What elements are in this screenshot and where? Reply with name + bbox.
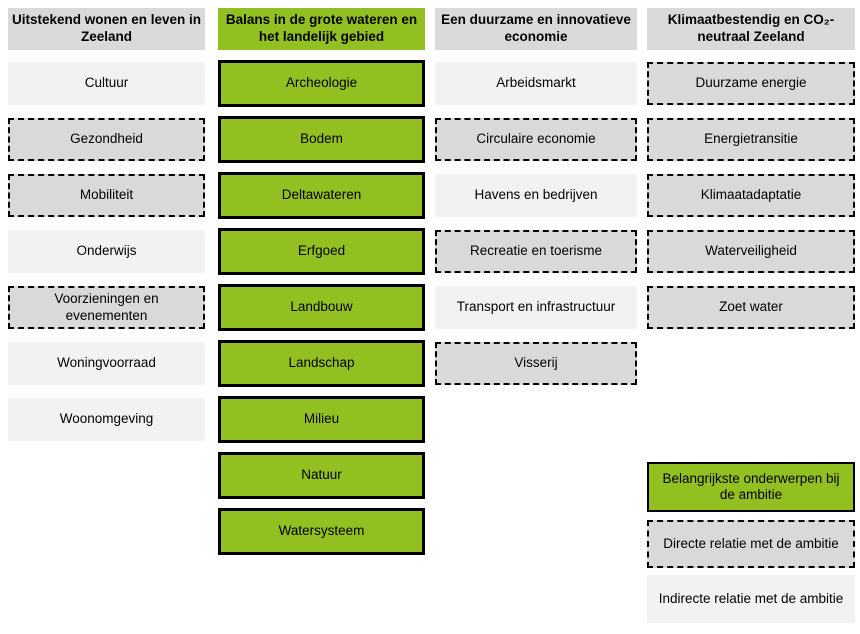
item-klimaatadaptatie: Klimaatadaptatie — [647, 174, 855, 217]
item-onderwijs: Onderwijs — [8, 230, 205, 273]
legend-direct-relation: Directe relatie met de ambitie — [647, 520, 855, 568]
legend-label: Directe relatie met de ambitie — [663, 535, 839, 551]
item-label: Waterveiligheid — [705, 243, 797, 259]
item-label: Watersysteem — [278, 523, 365, 539]
item-label: Zoet water — [719, 299, 783, 315]
item-waterveiligheid: Waterveiligheid — [647, 230, 855, 273]
item-label: Cultuur — [84, 75, 129, 91]
column-header-economie: Een duurzame en innovatieve economie — [435, 8, 637, 50]
item-archeologie: Archeologie — [218, 60, 425, 107]
item-milieu: Milieu — [218, 396, 425, 443]
column-klimaatbestendig-co2-neutraal: Klimaatbestendig en CO₂-neutraal Zeeland… — [647, 8, 855, 623]
legend: Belangrijkste onderwerpen bij de ambitie… — [647, 462, 855, 623]
item-mobiliteit: Mobiliteit — [8, 174, 205, 217]
legend-label: Belangrijkste onderwerpen bij de ambitie — [662, 470, 840, 502]
item-recreatie-en-toerisme: Recreatie en toerisme — [435, 230, 637, 273]
item-label: Havens en bedrijven — [474, 187, 598, 203]
item-label: Landschap — [288, 355, 355, 371]
item-label: Landbouw — [290, 299, 353, 315]
column-header-klimaat: Klimaatbestendig en CO₂-neutraal Zeeland — [647, 8, 855, 50]
item-visserij: Visserij — [435, 342, 637, 385]
item-label: Arbeidsmarkt — [496, 75, 576, 91]
item-deltawateren: Deltawateren — [218, 172, 425, 219]
item-landbouw: Landbouw — [218, 284, 425, 331]
item-label: Duurzame energie — [695, 75, 807, 91]
item-zoet-water: Zoet water — [647, 286, 855, 329]
legend-indirect-relation: Indirecte relatie met de ambitie — [647, 575, 855, 623]
item-label: Mobiliteit — [79, 187, 134, 203]
item-arbeidsmarkt: Arbeidsmarkt — [435, 62, 637, 105]
item-label: Woonomgeving — [59, 411, 154, 427]
item-label: Natuur — [301, 467, 342, 483]
item-gezondheid: Gezondheid — [8, 118, 205, 161]
item-label: Voorzieningen en evenementen — [54, 291, 159, 323]
item-woonomgeving: Woonomgeving — [8, 398, 205, 441]
item-label: Milieu — [303, 411, 340, 427]
item-havens-en-bedrijven: Havens en bedrijven — [435, 174, 637, 217]
item-landschap: Landschap — [218, 340, 425, 387]
item-label: Gezondheid — [70, 131, 143, 147]
item-label: Erfgoed — [297, 243, 346, 259]
item-cultuur: Cultuur — [8, 62, 205, 105]
item-voorzieningen-en-evenementen: Voorzieningen en evenementen — [8, 286, 205, 329]
item-bodem: Bodem — [218, 116, 425, 163]
item-label: Archeologie — [285, 75, 358, 91]
item-natuur: Natuur — [218, 452, 425, 499]
item-erfgoed: Erfgoed — [218, 228, 425, 275]
item-watersysteem: Watersysteem — [218, 508, 425, 555]
item-label: Circulaire economie — [476, 131, 596, 147]
item-energietransitie: Energietransitie — [647, 118, 855, 161]
item-duurzame-energie: Duurzame energie — [647, 62, 855, 105]
legend-key-topics: Belangrijkste onderwerpen bij de ambitie — [647, 462, 855, 512]
item-label: Klimaatadaptatie — [700, 187, 802, 203]
item-label: Transport en infrastructuur — [456, 299, 616, 315]
legend-label: Indirecte relatie met de ambitie — [658, 590, 844, 606]
column-header-balans: Balans in de grote wateren en het landel… — [218, 8, 425, 50]
item-label: Recreatie en toerisme — [469, 243, 603, 259]
item-label: Woningvoorraad — [57, 355, 156, 371]
item-circulaire-economie: Circulaire economie — [435, 118, 637, 161]
column-header-wonen-en-leven: Uitstekend wonen en leven in Zeeland — [8, 8, 205, 50]
item-label: Visserij — [514, 355, 558, 371]
item-transport-en-infrastructuur: Transport en infrastructuur — [435, 286, 637, 329]
item-woningvoorraad: Woningvoorraad — [8, 342, 205, 385]
column-balans-wateren-landelijk-gebied: Balans in de grote wateren en het landel… — [218, 8, 425, 623]
item-label: Energietransitie — [704, 131, 798, 147]
item-label: Onderwijs — [76, 243, 137, 259]
column-wonen-en-leven: Uitstekend wonen en leven in Zeeland Cul… — [8, 8, 205, 623]
item-label: Bodem — [300, 131, 343, 147]
column-duurzame-innovatieve-economie: Een duurzame en innovatieve economie Arb… — [435, 8, 637, 623]
item-label: Deltawateren — [281, 187, 362, 203]
